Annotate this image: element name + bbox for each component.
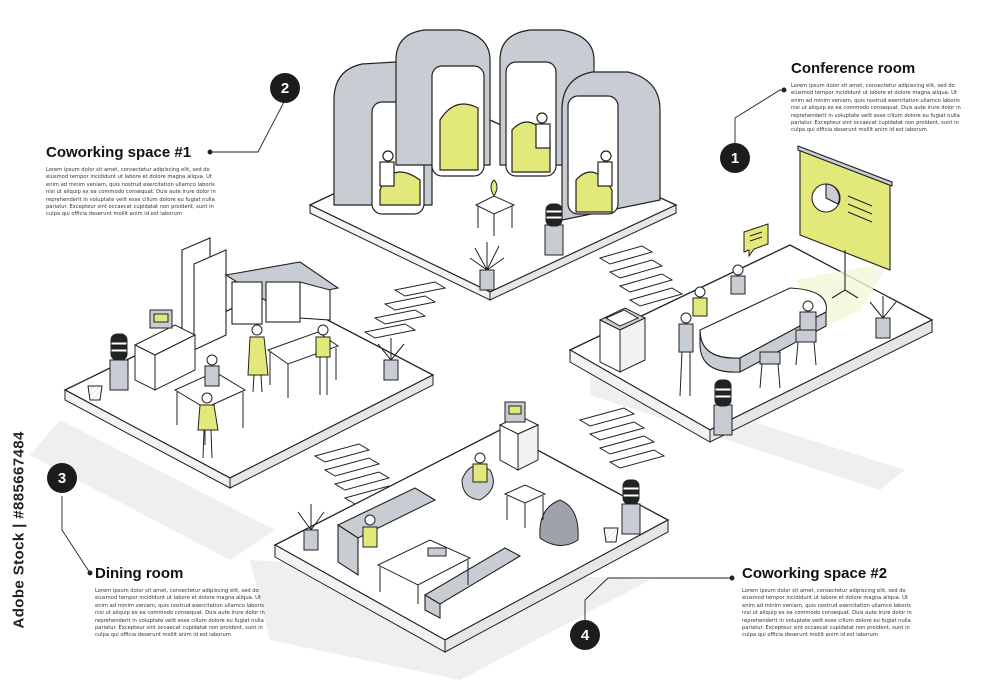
booth-2 [395, 29, 491, 177]
speech-bubble-icon [743, 223, 769, 258]
callout-title: Conference room [791, 60, 916, 77]
callout-coworking-space-2: Coworking space #2 Lorem ipsum dolor sit… [742, 565, 918, 640]
coworking-room-1 [63, 237, 435, 489]
lounge-room [273, 401, 670, 653]
callout-conference-room: Conference room Lorem ipsum dolor sit am… [791, 60, 967, 135]
callout-leader-lines [61, 87, 787, 620]
stock-watermark-text: Adobe Stock | #885667484 [10, 431, 28, 629]
phone-booth-room [308, 29, 678, 301]
callout-title: Coworking space #2 [742, 565, 888, 582]
callout-dining-room: Dining room Lorem ipsum dolor sit amet, … [95, 565, 271, 640]
conference-room [568, 145, 934, 443]
callout-body: Lorem ipsum dolor sit amet, consectetur … [742, 588, 912, 639]
callout-body: Lorem ipsum dolor sit amet, consectetur … [46, 167, 216, 218]
printer [598, 307, 647, 373]
callout-coworking-space-1: Coworking space #1 Lorem ipsum dolor sit… [46, 144, 222, 219]
potted-plant-top [469, 242, 505, 291]
beanbag [539, 499, 579, 546]
water-cooler-top [544, 203, 564, 256]
stairs-right-lower [578, 407, 666, 469]
callout-badge-1: 1 [720, 143, 750, 173]
callout-title: Dining room [95, 565, 184, 582]
callout-badge-4: 4 [570, 620, 600, 650]
callout-title: Coworking space #1 [46, 144, 192, 161]
trash-bin-left [87, 385, 103, 401]
callout-body: Lorem ipsum dolor sit amet, consectetur … [95, 588, 265, 639]
stairs-right-upper [598, 245, 684, 307]
stairs-left-upper [363, 281, 447, 339]
callout-body: Lorem ipsum dolor sit amet, consectetur … [791, 83, 961, 134]
callout-badge-3: 3 [47, 463, 77, 493]
side-table [474, 179, 516, 236]
booth-4 [561, 71, 661, 221]
callout-badge-2: 2 [270, 73, 300, 103]
trash-bin-bottom [603, 527, 619, 543]
